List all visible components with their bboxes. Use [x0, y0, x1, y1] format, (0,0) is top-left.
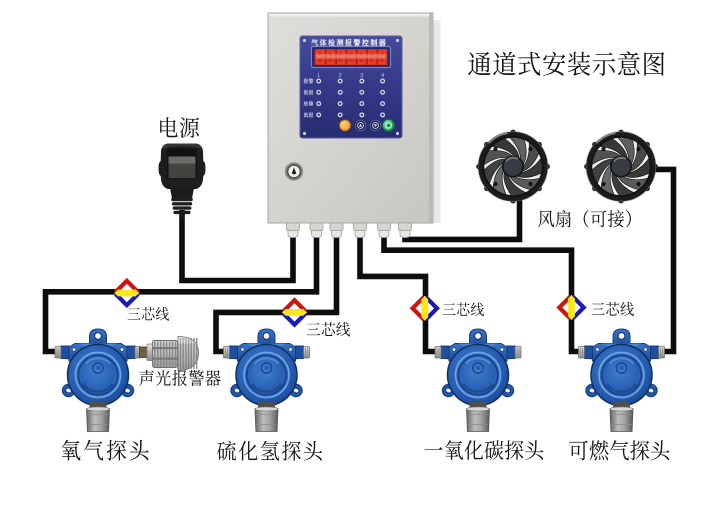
svg-text:1: 1 [317, 73, 320, 79]
svg-text:3: 3 [360, 73, 363, 79]
svg-text:4: 4 [381, 73, 384, 79]
svg-text:2: 2 [339, 73, 342, 79]
